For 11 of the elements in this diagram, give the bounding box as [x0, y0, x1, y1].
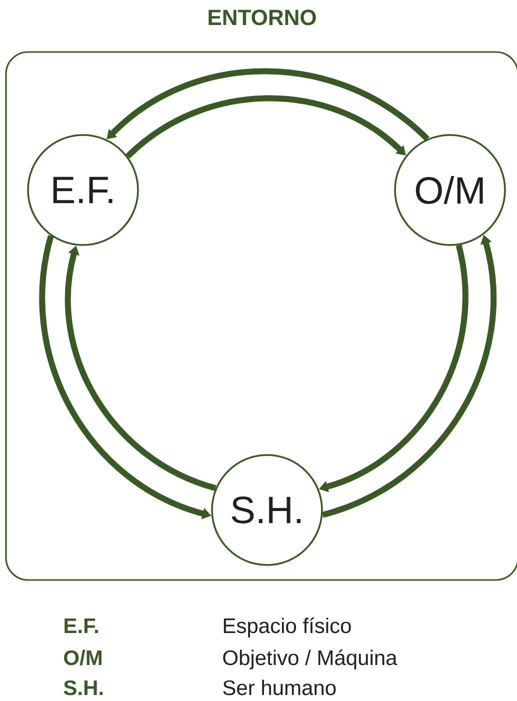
- circle-node: O/M: [394, 134, 506, 246]
- legend-text: Espacio físico: [224, 618, 351, 638]
- legend-abbreviation: E.F.: [64, 618, 98, 633]
- legend-text: Objetivo / Máquina: [223, 650, 398, 670]
- legend-abbreviation: O/M: [64, 650, 102, 666]
- node-label: ENTORNO: [208, 10, 316, 26]
- legend-abbreviation: S.H.: [64, 680, 103, 696]
- legend-text: Ser humano: [223, 680, 336, 696]
- arrow: [126, 95, 406, 159]
- circle-node: S.H.: [211, 454, 323, 566]
- circle-node: E.F.: [27, 134, 139, 246]
